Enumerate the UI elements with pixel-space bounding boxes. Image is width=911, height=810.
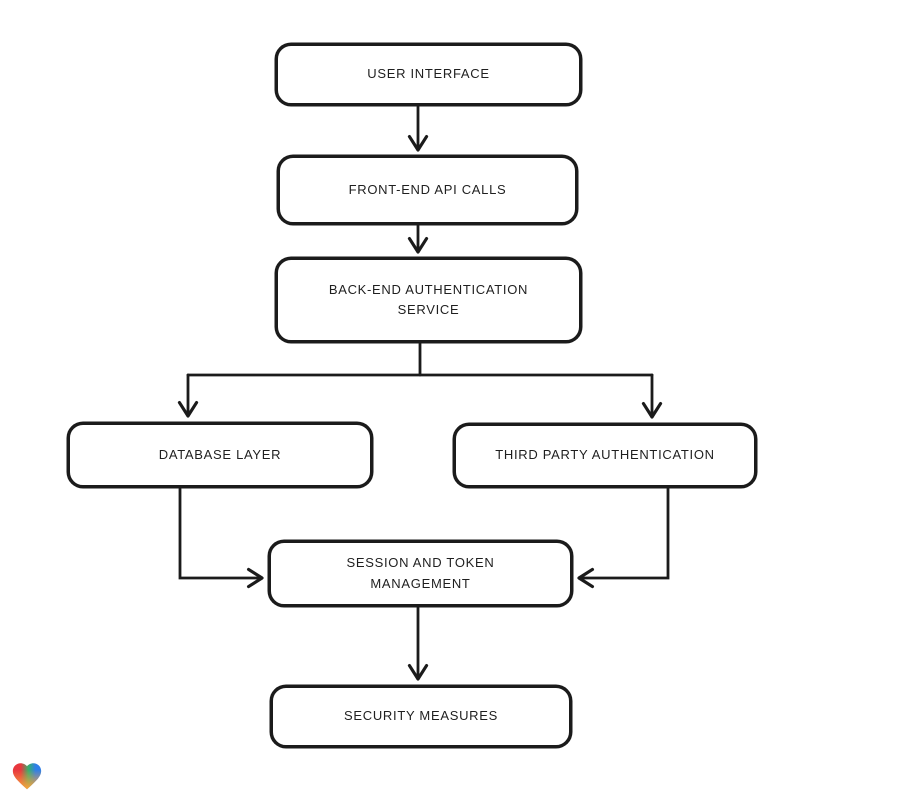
node-third-party-authentication-label: THIRD PARTY AUTHENTICATION: [495, 447, 715, 463]
node-security-measures-label: SECURITY MEASURES: [344, 708, 498, 724]
edge-database-to-session: [178, 487, 264, 589]
node-user-interface[interactable]: USER INTERFACE: [275, 43, 582, 106]
node-third-party-authentication[interactable]: THIRD PARTY AUTHENTICATION: [453, 423, 757, 488]
node-database-layer[interactable]: DATABASE LAYER: [67, 422, 373, 488]
edge-thirdparty-to-session: [577, 487, 670, 589]
node-back-end-authentication-service-label: BACK-END AUTHENTICATION SERVICE: [328, 281, 529, 317]
node-security-measures[interactable]: SECURITY MEASURES: [270, 685, 572, 748]
heart-logo-icon: [12, 763, 42, 790]
node-database-layer-label: DATABASE LAYER: [158, 446, 282, 462]
node-front-end-api-calls-label: FRONT-END API CALLS: [348, 181, 507, 197]
node-front-end-api-calls[interactable]: FRONT-END API CALLS: [277, 155, 578, 225]
node-back-end-authentication-service[interactable]: BACK-END AUTHENTICATION SERVICE: [275, 257, 582, 343]
node-user-interface-label: USER INTERFACE: [367, 66, 490, 82]
node-session-and-token-management-label: SESSION AND TOKEN MANAGEMENT: [346, 555, 495, 591]
node-session-and-token-management[interactable]: SESSION AND TOKEN MANAGEMENT: [268, 540, 573, 607]
